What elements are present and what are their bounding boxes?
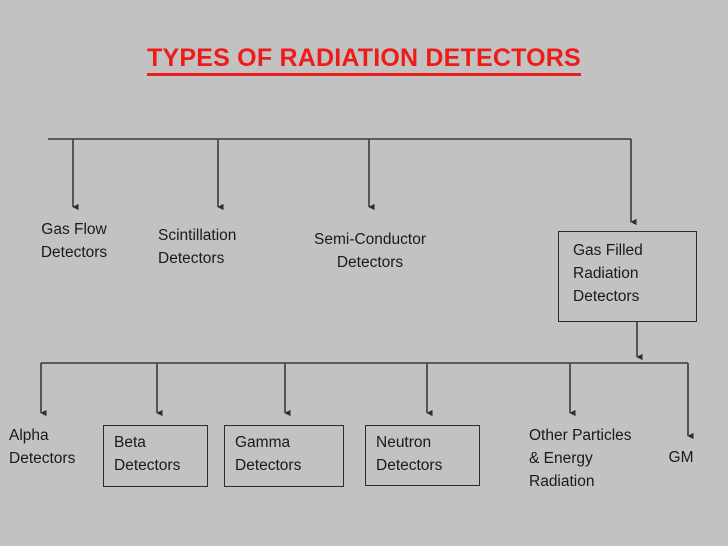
node-neutron-detectors[interactable]: Neutron Detectors — [365, 425, 480, 486]
node-alpha-detectors[interactable]: Alpha Detectors — [9, 427, 76, 467]
page-title-text: TYPES OF RADIATION DETECTORS — [147, 44, 581, 76]
node-gas-flow-detectors[interactable]: Gas Flow Detectors — [40, 221, 108, 261]
node-gm[interactable]: GM — [668, 449, 694, 466]
node-scintillation-detectors[interactable]: Scintillation Detectors — [158, 227, 237, 267]
node-gamma-detectors[interactable]: Gamma Detectors — [224, 425, 344, 487]
node-gas-filled-radiation-detectors[interactable]: Gas Filled Radiation Detectors — [558, 231, 697, 322]
node-beta-detectors[interactable]: Beta Detectors — [103, 425, 208, 487]
page-title: TYPES OF RADIATION DETECTORS — [0, 44, 728, 76]
node-other-particles-energy-radiation[interactable]: Other Particles & Energy Radiation — [529, 427, 632, 490]
node-semi-conductor-detectors[interactable]: Semi-Conductor Detectors — [314, 231, 426, 271]
